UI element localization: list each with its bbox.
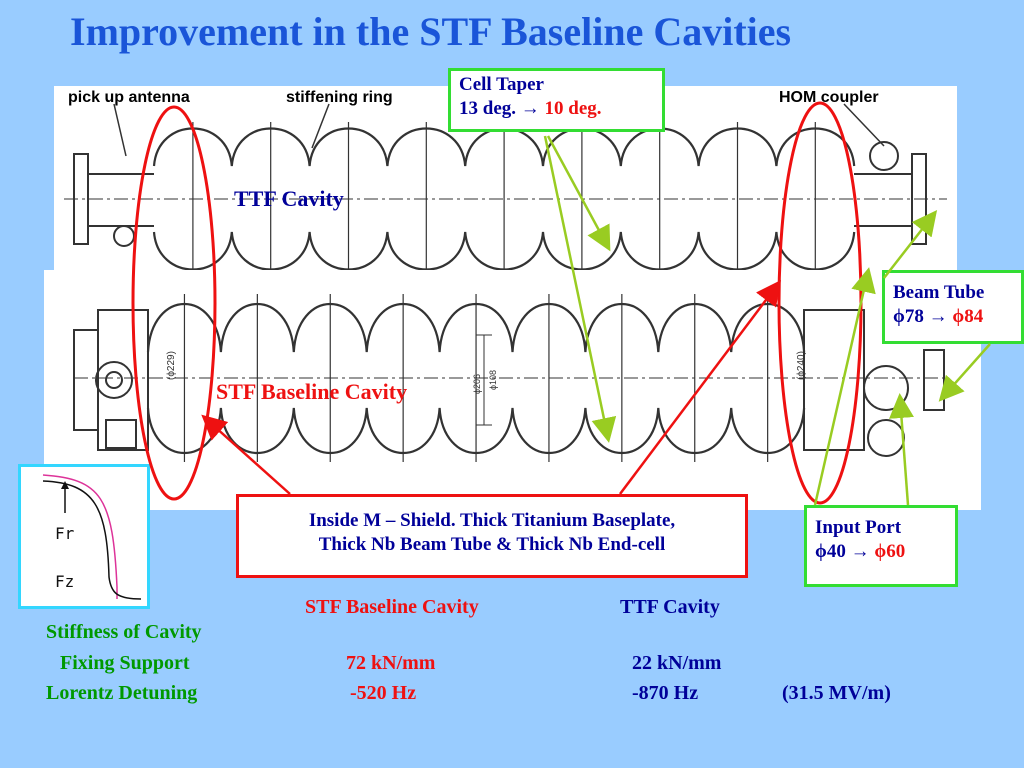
- col-header-stf: STF Baseline Cavity: [305, 596, 479, 618]
- force-inset-plot: Fr Fz: [42, 474, 142, 600]
- fixing-support-ttf: 22 kN/mm: [632, 652, 722, 674]
- cell-taper-box: Cell Taper 13 deg. → 10 deg.: [448, 68, 665, 132]
- stiffening-ring-label: stiffening ring: [286, 89, 393, 106]
- cavity-outline-bottom: [152, 231, 856, 271]
- cell-taper-from: 13 deg. →: [459, 97, 540, 119]
- beam-tube-title: Beam Tube: [893, 282, 985, 303]
- row-lorentz-detuning-label: Lorentz Detuning: [46, 682, 198, 704]
- fixing-support-stf: 72 kN/mm: [346, 652, 436, 674]
- dim-229: (ϕ229): [166, 351, 177, 380]
- lorentz-detuning-ttf: -870 Hz: [632, 682, 699, 704]
- force-inset-panel: Fr Fz: [18, 464, 150, 609]
- lorentz-detuning-stf: -520 Hz: [350, 682, 417, 704]
- stf-cavity-label: STF Baseline Cavity: [216, 379, 408, 404]
- stf-cavity-drawing-panel: (ϕ229) (ϕ240) ϕ206 ϕ108: [44, 270, 981, 510]
- cell-taper-title: Cell Taper: [459, 74, 544, 95]
- input-port-to: ϕ60: [874, 540, 906, 562]
- hom-coupler-label: HOM coupler: [779, 89, 879, 106]
- beam-tube-to: ϕ84: [952, 305, 984, 327]
- dim-206: ϕ206: [472, 374, 482, 394]
- ttf-cavity-label: TTF Cavity: [234, 186, 344, 211]
- pickup-antenna-label: pick up antenna: [68, 89, 190, 106]
- stf-cavity-drawing: (ϕ229) (ϕ240) ϕ206 ϕ108: [73, 294, 945, 462]
- page-title: Improvement in the STF Baseline Cavities: [70, 9, 792, 54]
- cell-taper-to: 10 deg.: [544, 97, 602, 119]
- shield-note-line2: Thick Nb Beam Tube & Thick Nb End-cell: [318, 533, 666, 555]
- fr-label: Fr: [55, 524, 75, 543]
- dim-108: ϕ108: [488, 370, 498, 390]
- input-port-box: Input Port ϕ40 → ϕ60: [804, 505, 958, 587]
- input-port-from: ϕ40 →: [815, 540, 870, 562]
- lorentz-detuning-note: (31.5 MV/m): [782, 682, 891, 704]
- row-stiffness-label: Stiffness of Cavity: [46, 621, 202, 643]
- beam-tube-from: ϕ78 →: [893, 305, 948, 327]
- row-fixing-support-label: Fixing Support: [60, 652, 190, 674]
- shield-note-box: Inside M – Shield. Thick Titanium Basepl…: [236, 494, 748, 578]
- dim-240: (ϕ240): [796, 351, 807, 380]
- fz-label: Fz: [55, 572, 74, 591]
- input-port-title: Input Port: [815, 517, 902, 538]
- col-header-ttf: TTF Cavity: [620, 596, 720, 618]
- shield-note-line1: Inside M – Shield. Thick Titanium Basepl…: [308, 510, 676, 531]
- beam-tube-box: Beam Tube ϕ78 → ϕ84: [882, 270, 1024, 344]
